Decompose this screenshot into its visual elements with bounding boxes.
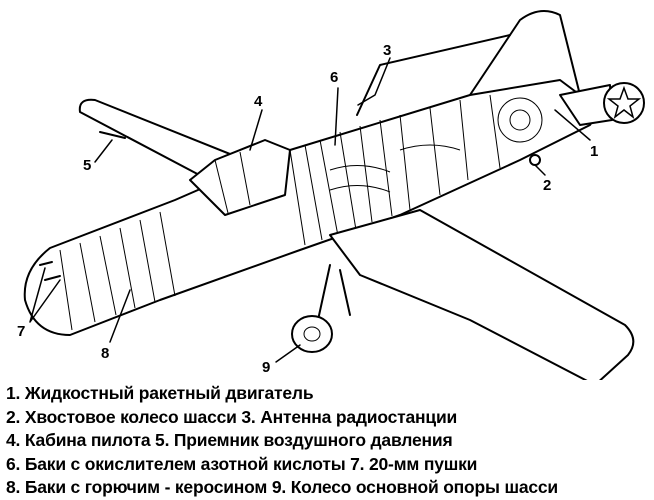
legend-line: 8. Баки с горючим - керосином 9. Колесо …: [6, 477, 558, 497]
callout-6: 6: [330, 69, 338, 86]
cannons: [39, 261, 61, 281]
callout-5: 5: [83, 157, 91, 174]
legend-line: 4. Кабина пилота 5. Приемник воздушного …: [6, 430, 453, 450]
main-wheel: [291, 315, 333, 353]
legend-line: 6. Баки с окислителем азотной кислоты 7.…: [6, 453, 478, 474]
callout-8: 8: [101, 345, 109, 362]
callout-3: 3: [383, 42, 391, 59]
right-wing: [329, 209, 635, 380]
tail-wheel: [529, 154, 541, 166]
internal-structure: [59, 94, 543, 331]
callout-9: 9: [262, 359, 270, 376]
callout-7: 7: [17, 323, 25, 340]
callout-4: 4: [254, 93, 263, 110]
aircraft-drawing: 1 2 3 4 5 6 7 8 9: [17, 10, 645, 380]
legend: 1. Жидкостный ракетный двигатель 2. Хвос…: [6, 382, 558, 500]
callout-2: 2: [543, 177, 551, 194]
legend-line: 2. Хвостовое колесо шасси 3. Антенна рад…: [6, 406, 458, 427]
callout-1: 1: [590, 143, 598, 160]
fuselage: [23, 79, 601, 336]
legend-line: 1. Жидкостный ракетный двигатель: [6, 383, 314, 403]
landing-gear-strut: [317, 264, 351, 321]
